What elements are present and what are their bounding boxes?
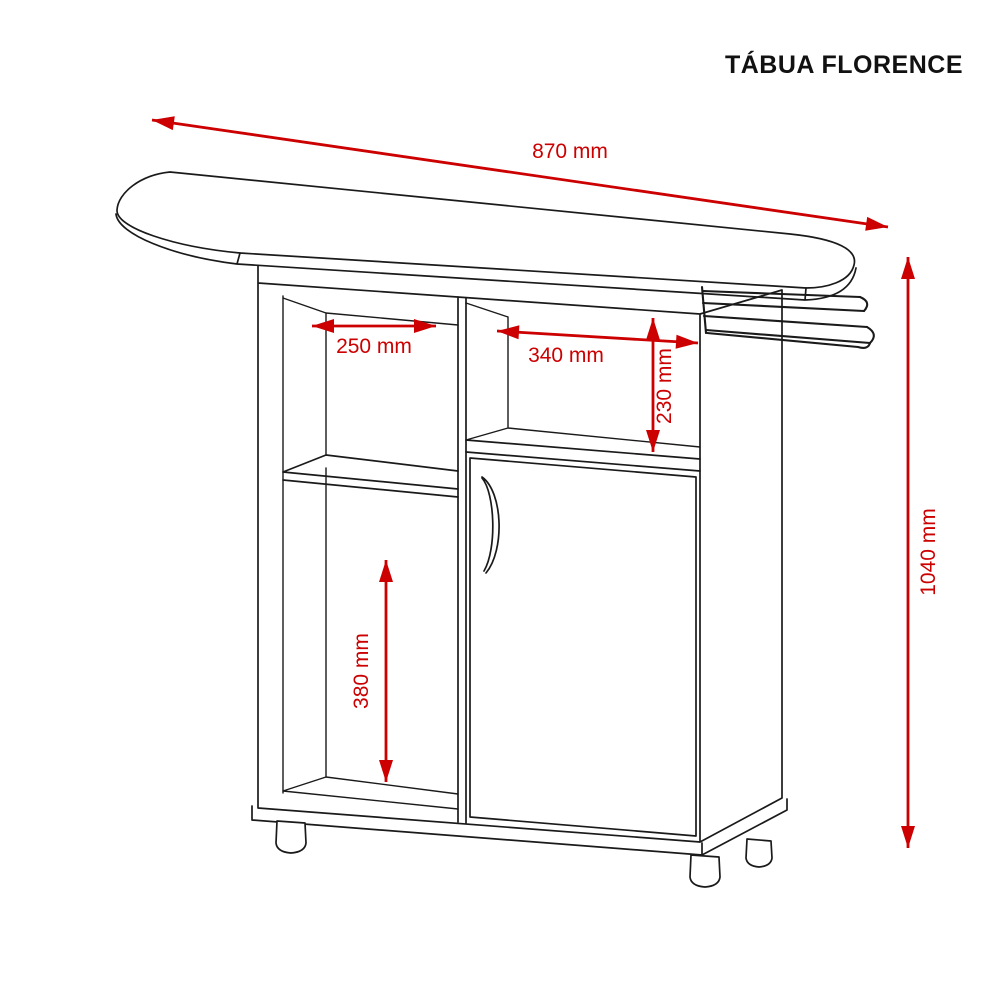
foot-front-right: [689, 854, 721, 888]
door-handle: [481, 476, 500, 574]
bottom-shelf-floor: [282, 776, 459, 810]
base-plinth: [251, 798, 788, 856]
dimension-label-340: 340 mm: [528, 344, 604, 367]
top-right-compartment: [465, 302, 701, 472]
arrowhead-left-icon: [497, 325, 520, 340]
arrowhead-right-icon: [414, 319, 436, 333]
dimension-label-870: 870 mm: [532, 140, 608, 163]
dimension-label-380: 380 mm: [350, 633, 373, 709]
arrowhead-up-icon: [901, 257, 915, 279]
dimension-label-1040: 1040 mm: [917, 508, 940, 596]
ironing-board-top: [115, 171, 857, 301]
dimension-left-shelf-width: 250 mm: [312, 319, 436, 358]
board-edge-thickness: [115, 213, 857, 301]
page-title: TÁBUA FLORENCE: [725, 50, 963, 79]
center-partition: [457, 296, 467, 824]
dimension-lower-shelf-height: 380 mm: [350, 560, 393, 782]
arrowhead-left-icon: [152, 116, 175, 131]
cabinet-door: [469, 457, 697, 837]
dimension-total-height: 1040 mm: [901, 257, 940, 848]
left-shelf-column: [282, 295, 459, 810]
cabinet-body: [251, 265, 788, 856]
dimension-label-250: 250 mm: [336, 335, 412, 358]
arrowhead-down-icon: [901, 826, 915, 848]
arrowhead-right-icon: [675, 334, 698, 349]
dimension-label-230: 230 mm: [653, 348, 676, 424]
iron-rest-rack: [700, 285, 875, 349]
arrowhead-down-icon: [646, 430, 660, 452]
middle-shelf: [282, 454, 459, 498]
dimension-right-shelf-height: 230 mm: [646, 318, 676, 452]
arrowhead-up-icon: [379, 560, 393, 582]
foot-front-left: [275, 820, 307, 854]
arrowhead-right-icon: [865, 216, 888, 231]
arrowhead-left-icon: [312, 319, 334, 333]
dimension-board-length: 870 mm: [151, 116, 889, 231]
dimension-right-shelf-width: 340 mm: [496, 325, 699, 367]
arrowhead-up-icon: [646, 318, 660, 340]
foot-back-right: [745, 838, 773, 868]
cabinet-feet: [275, 820, 773, 888]
arrowhead-down-icon: [379, 760, 393, 782]
